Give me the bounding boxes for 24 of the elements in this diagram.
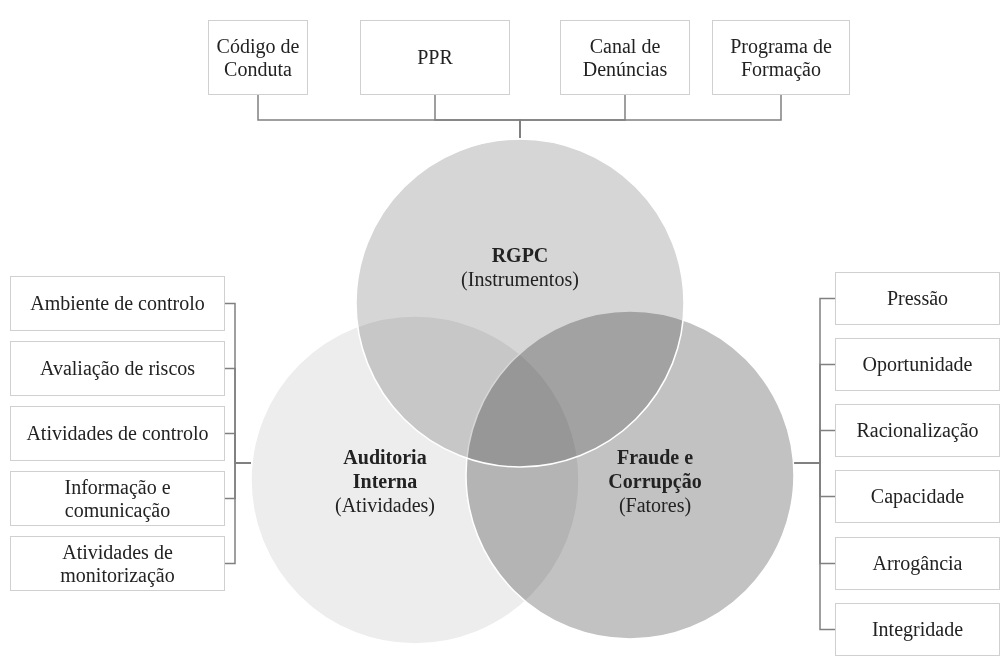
item-box: Capacidade — [835, 470, 1000, 523]
item-box: Informação e comunicação — [10, 471, 225, 526]
circle-heading: Fraude e Corrupção — [607, 445, 703, 493]
circle-subtitle: (Atividades) — [335, 493, 435, 517]
circle-subtitle: (Fatores) — [618, 493, 692, 517]
circle-heading: Auditoria Interna — [342, 445, 428, 493]
item-box: Ambiente de controlo — [10, 276, 225, 331]
connector-line — [519, 94, 782, 139]
connector-line — [224, 462, 252, 565]
item-box: Pressão — [835, 272, 1000, 325]
item-box: Atividades de monitorização — [10, 536, 225, 591]
item-box: Atividades de controlo — [10, 406, 225, 461]
circle-heading: RGPC — [491, 243, 549, 267]
item-box: Programa de Formação — [712, 20, 850, 95]
item-box: Arrogância — [835, 537, 1000, 590]
circle-subtitle: (Instrumentos) — [461, 267, 579, 291]
item-box: Integridade — [835, 603, 1000, 656]
item-box: PPR — [360, 20, 510, 95]
connector-line — [793, 462, 836, 631]
item-box: Avaliação de riscos — [10, 341, 225, 396]
item-box: Código de Conduta — [208, 20, 308, 95]
item-box: Oportunidade — [835, 338, 1000, 391]
item-box: Racionalização — [835, 404, 1000, 457]
item-box: Canal de Denúncias — [560, 20, 690, 95]
